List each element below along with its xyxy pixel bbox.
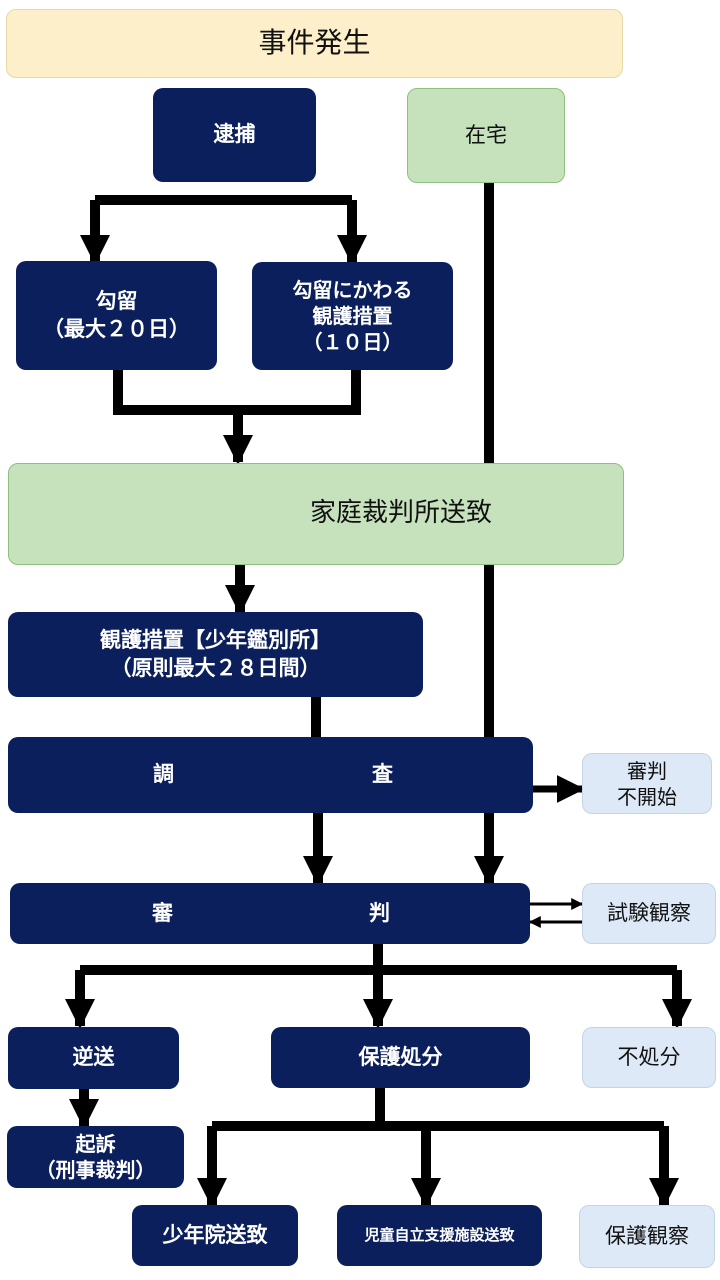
prosecution-box: 起訴 （刑事裁判） [7, 1126, 184, 1188]
family-court-referral-label: 家庭裁判所送致 [309, 498, 492, 529]
prosecution-label-line1: 起訴 [75, 1132, 116, 1156]
protective-disposition-box: 保護処分 [271, 1027, 530, 1088]
alt-custody-box: 勾留にかわる 観護措置 （１０日） [252, 262, 453, 370]
observation-custody-label-line2: （原則最大２８日間） [110, 655, 321, 680]
probation-label: 保護観察 [605, 1223, 689, 1248]
at-home-label: 在宅 [465, 122, 507, 147]
trial-observation-box: 試験観察 [582, 883, 716, 944]
arrest-branch-line [95, 204, 352, 262]
child-support-facility-label: 児童自立支援施設送致 [364, 1225, 515, 1244]
investigation-label-left: 調 [153, 762, 174, 787]
protective-disposition-label: 保護処分 [358, 1044, 443, 1069]
investigation-box: 調 査 [8, 737, 533, 813]
trial-observation-label: 試験観察 [607, 900, 691, 925]
hearing-box: 審 判 [10, 883, 530, 944]
juvenile-training-school-box: 少年院送致 [132, 1205, 298, 1266]
alt-custody-label-line2: 観護措置 [312, 304, 393, 328]
at-home-box: 在宅 [407, 88, 565, 183]
no-hearing-label-line2: 不開始 [617, 784, 677, 809]
alt-custody-label-line3: （１０日） [302, 330, 403, 354]
no-hearing-box: 審判 不開始 [582, 753, 712, 814]
incident-label: 事件発生 [258, 26, 371, 60]
reverse-referral-box: 逆送 [8, 1027, 179, 1089]
no-hearing-label-line1: 審判 [627, 758, 667, 783]
reverse-referral-label: 逆送 [72, 1045, 115, 1070]
arrest-label: 逮捕 [213, 122, 256, 147]
arrest-box: 逮捕 [153, 88, 316, 182]
detention-label-line1: 勾留 [95, 289, 138, 314]
incident-box: 事件発生 [6, 9, 623, 78]
detention-box: 勾留 （最大２０日） [16, 261, 217, 370]
juvenile-training-school-label: 少年院送致 [162, 1222, 268, 1247]
no-disposition-box: 不処分 [582, 1027, 716, 1088]
detention-label-line2: （最大２０日） [43, 316, 190, 341]
family-court-referral-box: 家庭裁判所送致 [8, 463, 624, 565]
observation-custody-box: 観護措置【少年鑑別所】 （原則最大２８日間） [8, 612, 423, 697]
observation-custody-label-line1: 観護措置【少年鑑別所】 [100, 628, 331, 653]
hearing-label-left: 審 [152, 900, 173, 925]
investigation-label-right: 査 [372, 762, 393, 787]
merge-line [113, 370, 361, 415]
child-support-facility-box: 児童自立支援施設送致 [337, 1205, 542, 1266]
hearing-label-right: 判 [369, 900, 390, 925]
prosecution-label-line2: （刑事裁判） [35, 1158, 156, 1182]
no-disposition-label: 不処分 [617, 1044, 681, 1069]
alt-custody-label-line1: 勾留にかわる [292, 278, 413, 302]
probation-box: 保護観察 [579, 1205, 715, 1268]
